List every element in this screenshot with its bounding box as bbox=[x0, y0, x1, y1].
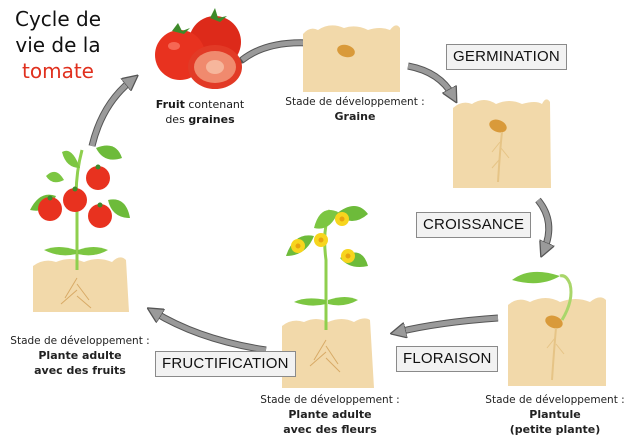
fruit-bold-2: graines bbox=[188, 113, 235, 126]
fruit-bold-1: Fruit bbox=[155, 98, 185, 111]
arrow-fruits-to-fruit bbox=[88, 80, 132, 147]
stage-name-line-1: Plante adulte bbox=[38, 349, 122, 362]
arrow-plantule-to-flowers bbox=[398, 314, 499, 332]
seedling-image bbox=[508, 271, 606, 386]
arrow-seed-to-germination bbox=[407, 62, 453, 96]
stage-label: Stade de développement : bbox=[260, 394, 400, 406]
stage-label: Stade de développement : bbox=[285, 96, 425, 108]
fruit-text-2: des bbox=[165, 113, 189, 126]
fruit-text-1: contenant bbox=[184, 98, 245, 111]
title-accent: tomate bbox=[22, 59, 94, 83]
stage-caption-plante-fruits: Stade de développement : Plante adulte a… bbox=[0, 334, 160, 378]
stage-name-line-2: (petite plante) bbox=[509, 423, 601, 436]
title-line-2: vie de la bbox=[15, 33, 101, 57]
process-croissance: CROISSANCE bbox=[416, 212, 532, 238]
stage-label: Stade de développement : bbox=[485, 394, 625, 406]
stage-name-line-1: Plantule bbox=[529, 408, 581, 421]
flowering-plant-image bbox=[282, 206, 374, 388]
diagram-title: Cycle de vie de la tomate bbox=[8, 6, 108, 84]
stage-name: Graine bbox=[334, 110, 376, 123]
stage-name-line-1: Plante adulte bbox=[288, 408, 372, 421]
stage-caption-plante-fleurs: Stade de développement : Plante adulte a… bbox=[245, 393, 415, 437]
stage-name-line-2: avec des fruits bbox=[34, 364, 126, 377]
seed-soil-image bbox=[303, 25, 400, 92]
arrow-flowers-to-fruits bbox=[154, 312, 267, 354]
process-germination: GERMINATION bbox=[446, 44, 567, 70]
stage-caption-plantule: Stade de développement : Plantule (petit… bbox=[475, 393, 630, 437]
title-line-1: Cycle de bbox=[14, 7, 101, 31]
arrow-germination-to-plantule bbox=[535, 197, 549, 250]
stage-caption-graine: Stade de développement : Graine bbox=[270, 95, 440, 124]
fruiting-plant-image bbox=[30, 145, 130, 312]
process-fructification: FRUCTIFICATION bbox=[155, 351, 296, 377]
stage-name-line-2: avec des fleurs bbox=[283, 423, 377, 436]
process-floraison: FLORAISON bbox=[396, 346, 499, 372]
tomato-fruit-image bbox=[155, 8, 242, 89]
stage-label: Stade de développement : bbox=[10, 335, 150, 347]
germination-soil-image bbox=[453, 99, 551, 188]
fruit-caption: Fruit contenant des graines bbox=[150, 97, 250, 127]
